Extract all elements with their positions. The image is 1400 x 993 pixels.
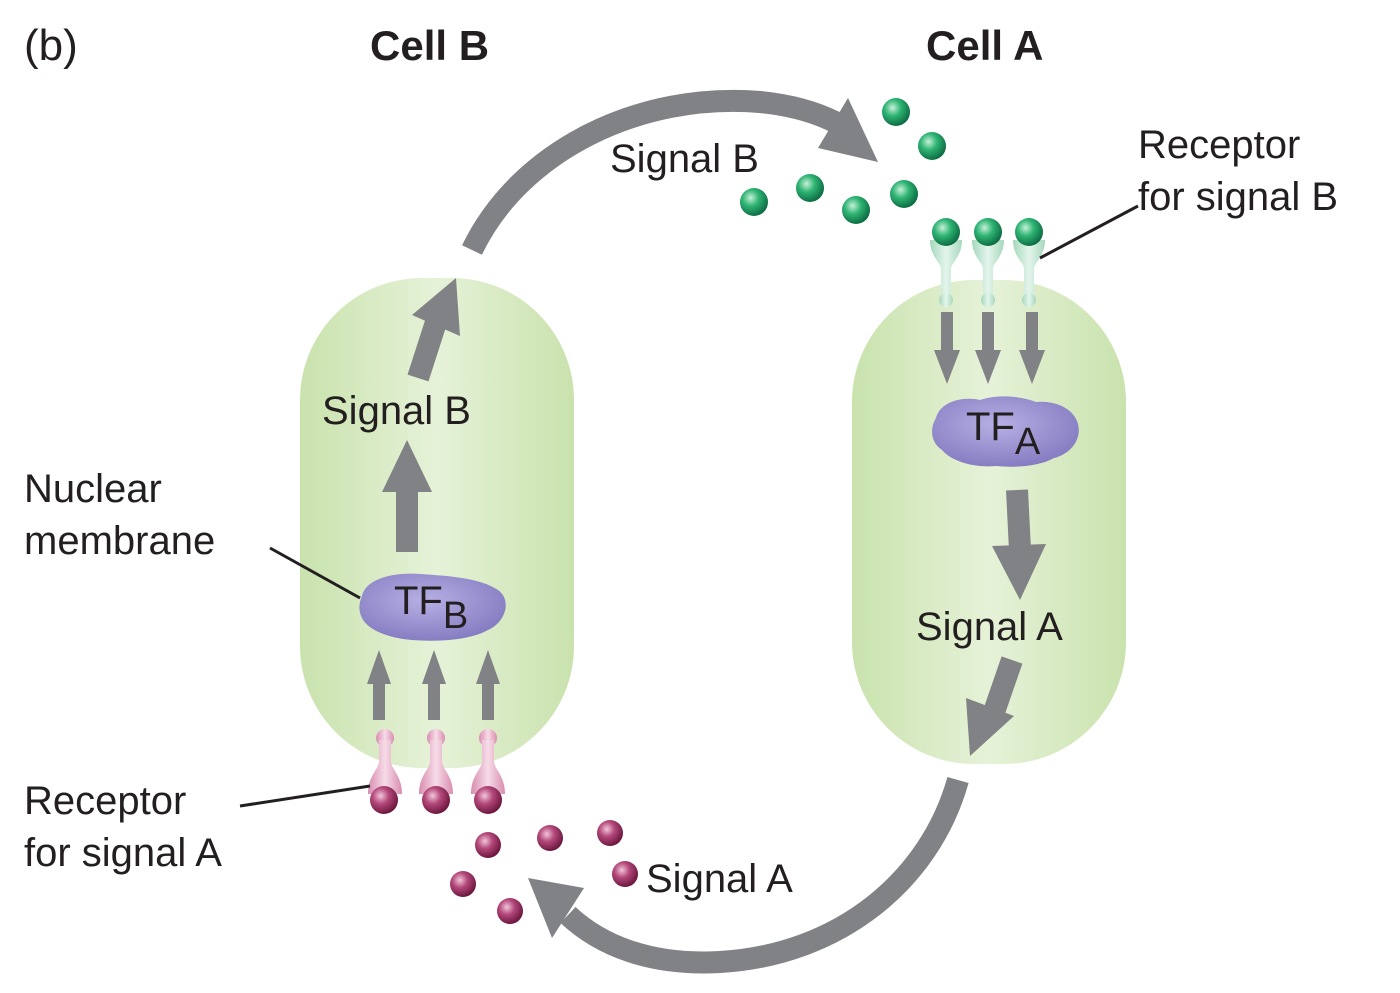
cell-a-title: Cell A bbox=[926, 22, 1043, 69]
tf-a-label: TFA bbox=[966, 405, 1041, 463]
receptor-b bbox=[1013, 240, 1045, 307]
arrow-up-icon bbox=[422, 650, 446, 684]
receptor-a bbox=[368, 729, 402, 794]
receptor-a-label-line2: for signal A bbox=[24, 831, 222, 875]
arrow-up-icon bbox=[382, 440, 432, 492]
cell-a-tf-down-arrow bbox=[992, 489, 1046, 600]
cell-b-title: Cell B bbox=[370, 22, 489, 69]
signal-b-molecule-bound bbox=[974, 218, 1002, 246]
signal-a-molecule bbox=[597, 820, 623, 846]
arrow-down-icon bbox=[1019, 350, 1045, 384]
panel-label: (b) bbox=[24, 21, 78, 70]
receptor-a bbox=[419, 729, 453, 794]
signal-a-molecule bbox=[475, 832, 501, 858]
arrow-up-icon bbox=[373, 680, 385, 720]
receptor-b bbox=[972, 240, 1004, 307]
receptors-signal-b bbox=[930, 218, 1045, 307]
receptor-a bbox=[471, 729, 505, 794]
cell-b-up-arrows bbox=[367, 440, 500, 720]
curved-arrow-signal-a bbox=[528, 776, 969, 974]
arrow-up-icon bbox=[367, 650, 391, 684]
tf-a-protein: TFA bbox=[932, 396, 1079, 467]
arrow-up-icon bbox=[428, 680, 440, 720]
cell-a-down-arrows bbox=[934, 312, 1045, 384]
leader-line-receptor-a bbox=[239, 784, 371, 808]
cell-a-exit-arrow bbox=[966, 656, 1023, 756]
signal-b-molecule-bound bbox=[932, 218, 960, 246]
arrow-down-icon bbox=[982, 312, 994, 354]
tf-b-protein: TFB bbox=[359, 573, 506, 641]
cell-a-body bbox=[852, 280, 1126, 764]
arrow-down-icon bbox=[941, 312, 953, 354]
signal-a-molecule bbox=[450, 871, 476, 897]
receptor-b-label-line2: for signal B bbox=[1138, 175, 1338, 219]
curved-arrow-signal-b bbox=[462, 90, 878, 255]
arrow-up-icon bbox=[482, 680, 494, 720]
arrow-down-icon bbox=[934, 350, 960, 384]
arrow-up-icon bbox=[476, 650, 500, 684]
receptor-a-label-line1: Receptor bbox=[24, 779, 186, 823]
cell-b-signal-label: Signal B bbox=[322, 389, 471, 433]
signal-b-outside-label: Signal B bbox=[610, 137, 759, 181]
nuclear-membrane-line2: membrane bbox=[24, 519, 215, 563]
cell-b-exit-arrow bbox=[407, 278, 460, 382]
signal-a-molecule bbox=[612, 861, 638, 887]
signal-a-molecules bbox=[450, 820, 638, 924]
receptors-signal-a bbox=[368, 729, 505, 814]
signal-b-molecules bbox=[740, 98, 946, 224]
tf-b-label: TFB bbox=[394, 579, 468, 637]
signal-a-molecule-bound bbox=[474, 786, 502, 814]
signal-b-molecule bbox=[882, 98, 910, 126]
signal-b-molecule-bound bbox=[1015, 218, 1043, 246]
leader-line-receptor-b bbox=[1039, 204, 1139, 260]
signal-a-outside-label: Signal A bbox=[646, 857, 793, 901]
signal-b-molecule bbox=[740, 188, 768, 216]
signal-b-molecule bbox=[918, 132, 946, 160]
signal-a-molecule bbox=[537, 825, 563, 851]
signal-a-molecule bbox=[497, 898, 523, 924]
signal-b-molecule bbox=[842, 196, 870, 224]
arrow-up-icon bbox=[396, 488, 418, 552]
receptor-b-label-line1: Receptor bbox=[1138, 123, 1300, 167]
cell-b-body bbox=[300, 278, 574, 768]
leader-line-nuclear-membrane bbox=[269, 546, 361, 600]
signal-b-molecule bbox=[796, 174, 824, 202]
nuclear-membrane-line1: Nuclear bbox=[24, 467, 162, 511]
signal-b-molecule bbox=[890, 180, 918, 208]
signal-a-molecule-bound bbox=[370, 786, 398, 814]
signal-a-molecule-bound bbox=[422, 786, 450, 814]
arrow-down-icon bbox=[1026, 312, 1038, 354]
cell-a-signal-label: Signal A bbox=[916, 605, 1063, 649]
receptor-b bbox=[930, 240, 962, 307]
arrow-down-icon bbox=[975, 350, 1001, 384]
